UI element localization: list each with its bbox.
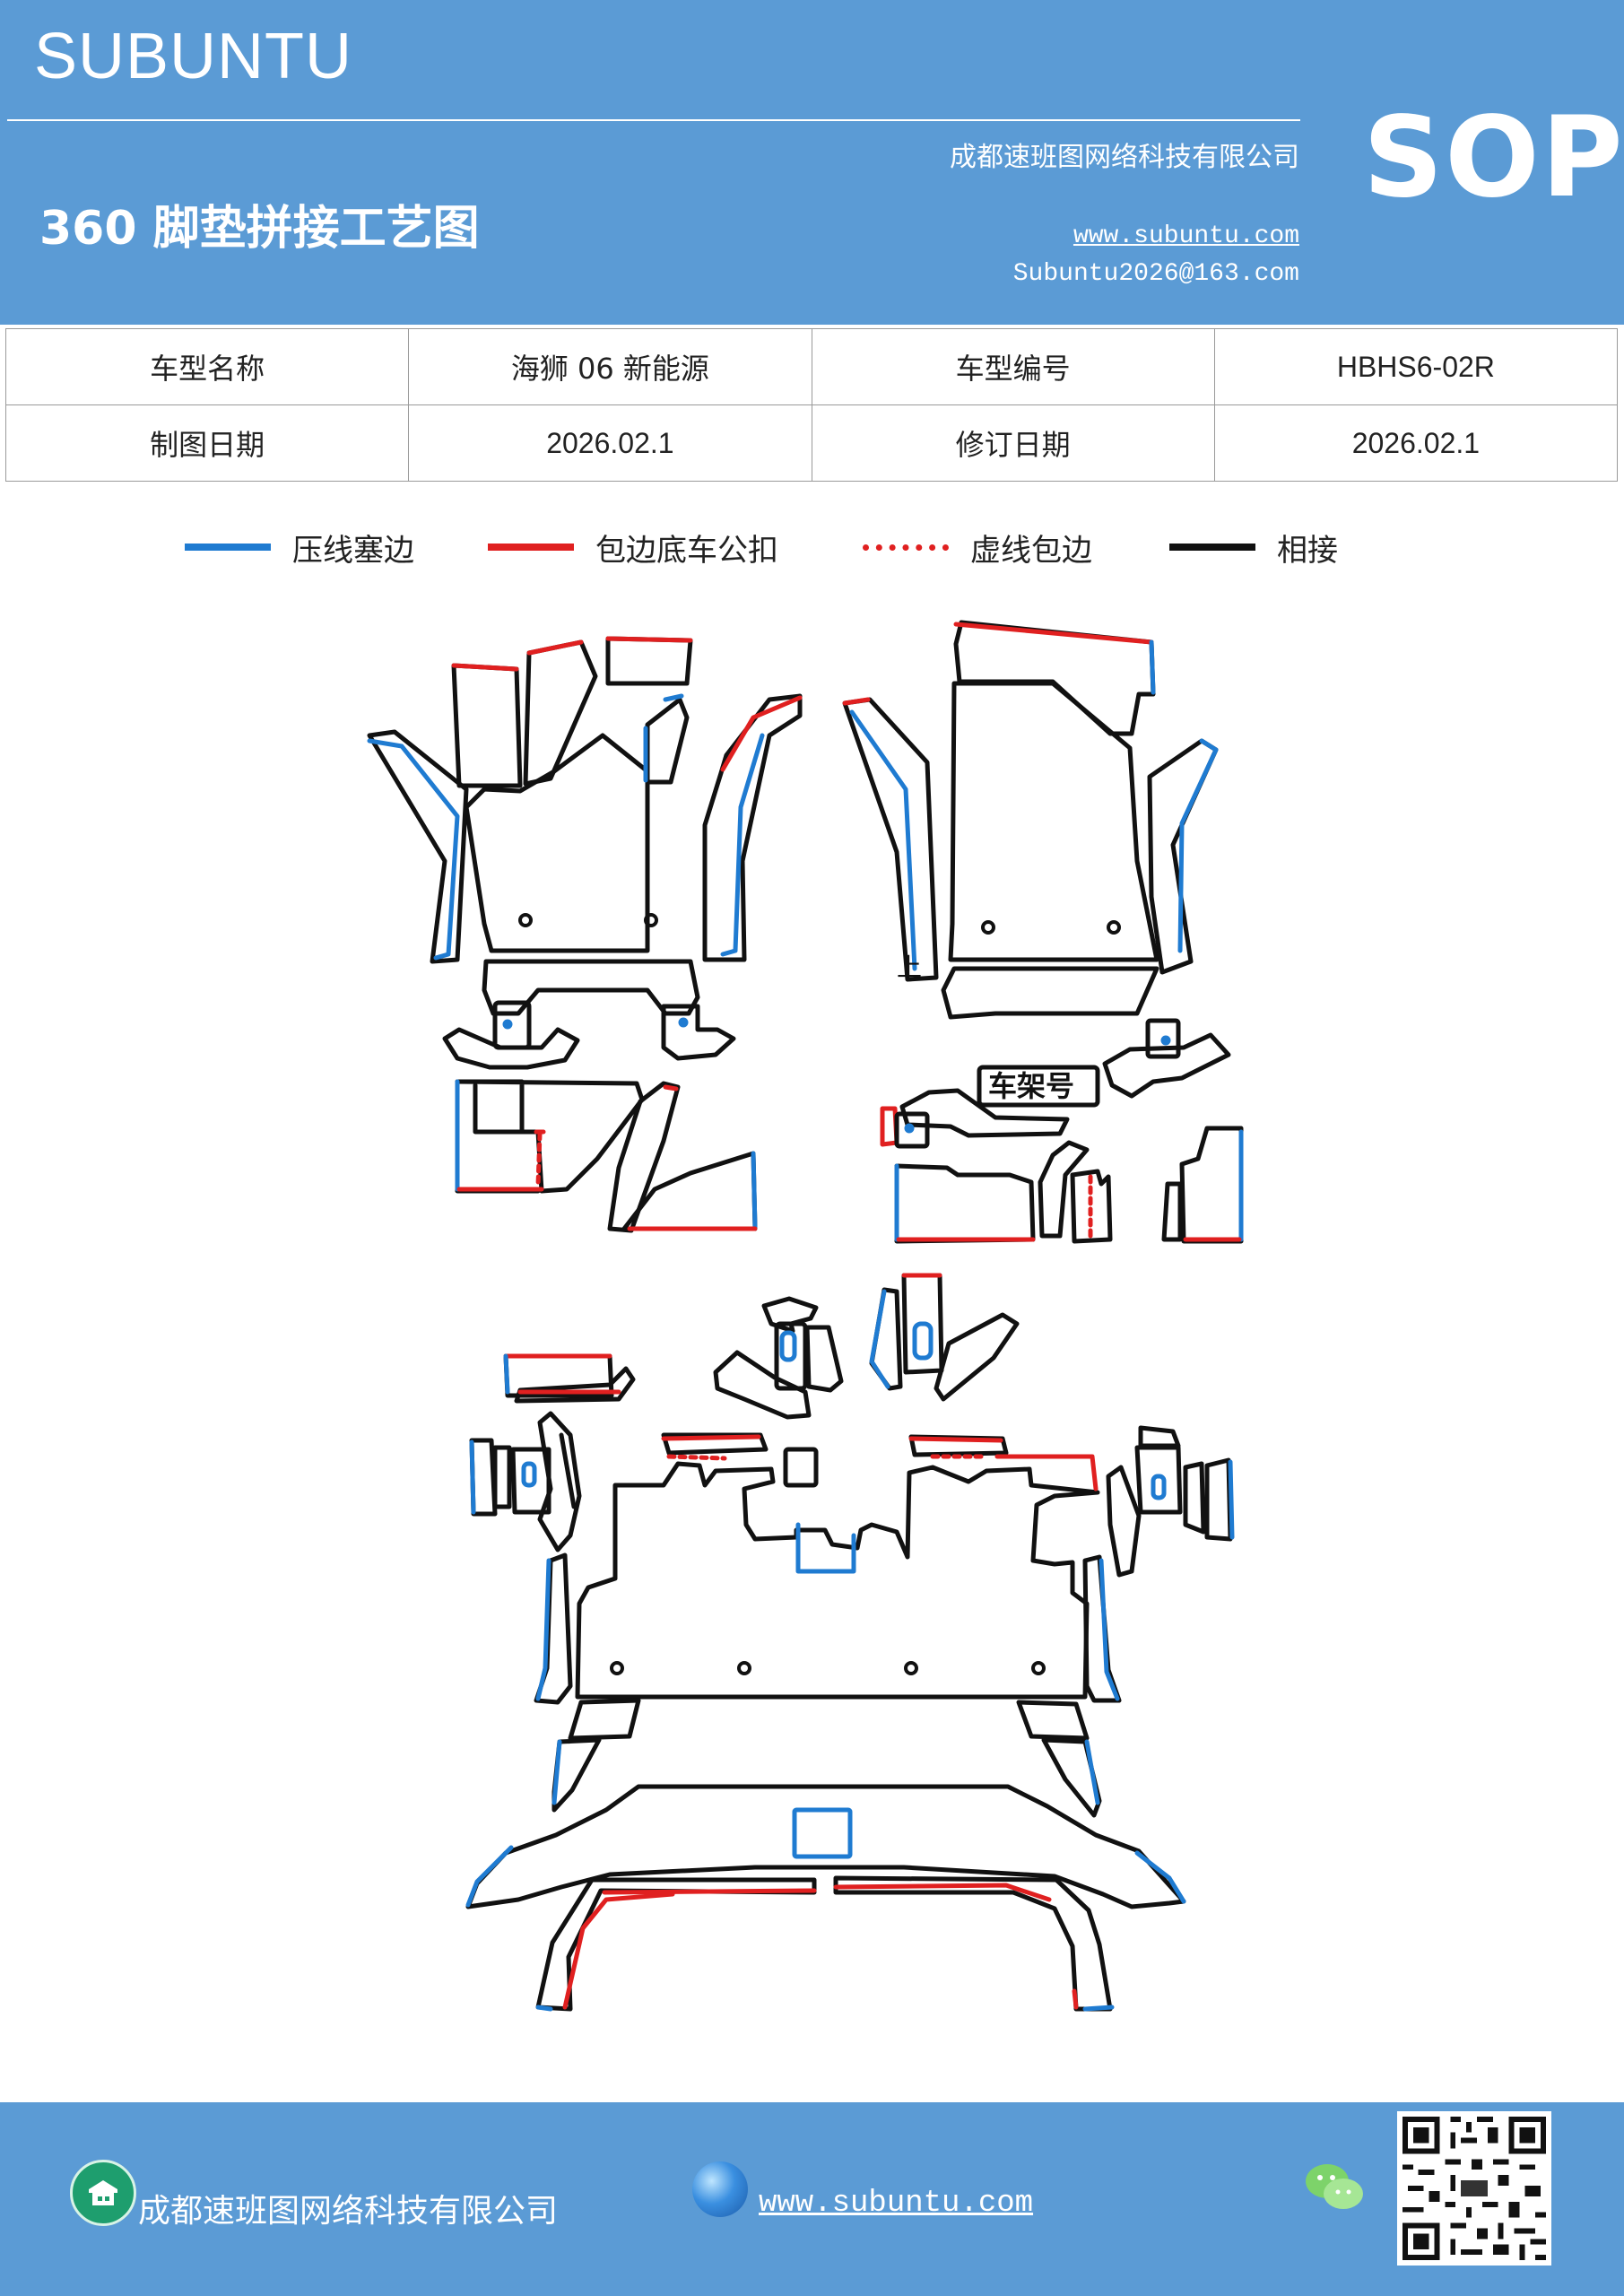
rear-left-side-pieces bbox=[469, 1411, 582, 1552]
footer-company: 成都速班图网络科技有限公司 bbox=[138, 2193, 559, 2230]
legend-swatch-red-dashed bbox=[863, 544, 949, 551]
front-right-small-pieces bbox=[880, 1018, 1244, 1244]
globe-icon bbox=[692, 2161, 748, 2217]
rear-heel-pads bbox=[551, 1698, 1102, 1818]
legend-item-edge-wrap: 包边底车公扣 bbox=[488, 520, 778, 574]
brand-logo-text: SUBUNTU bbox=[34, 21, 353, 92]
legend-label: 虚线包边 bbox=[970, 532, 1092, 569]
draw-date-label: 制图日期 bbox=[4, 404, 410, 482]
model-code-label: 车型编号 bbox=[811, 328, 1215, 405]
front-left-heel-pieces bbox=[442, 1000, 736, 1070]
building-icon bbox=[70, 2160, 136, 2226]
mat-pattern-diagram: 车架号 上 bbox=[367, 620, 1244, 2012]
sop-badge: SOP bbox=[1363, 93, 1624, 222]
revise-date-label: 修订日期 bbox=[811, 404, 1215, 482]
footer-banner: 成都速班图网络科技有限公司 www.subuntu.com bbox=[0, 2102, 1624, 2296]
footer-website-link[interactable]: www.subuntu.com bbox=[759, 2187, 1034, 2221]
legend-swatch-black bbox=[1169, 544, 1255, 551]
model-name-value: 海狮 06 新能源 bbox=[408, 328, 812, 405]
rear-right-side-pieces bbox=[1106, 1425, 1235, 1578]
legend: 压线塞边 包边底车公扣 虚线包边 相接 bbox=[0, 520, 1624, 574]
wechat-icon[interactable] bbox=[1302, 2160, 1367, 2213]
model-name-label: 车型名称 bbox=[4, 328, 410, 405]
header-divider bbox=[7, 119, 1300, 121]
front-right-mat bbox=[842, 620, 1219, 1020]
header-website-link[interactable]: www.subuntu.com bbox=[1073, 222, 1299, 250]
page-title: 360 脚垫拼接工艺图 bbox=[39, 202, 480, 256]
front-left-mat bbox=[367, 636, 803, 1016]
table-row: 车型名称 海狮 06 新能源 车型编号 HBHS6-02R bbox=[4, 328, 1619, 405]
rear-bench-mat bbox=[534, 1432, 1122, 1705]
third-row-mat bbox=[465, 1784, 1186, 2012]
legend-label: 压线塞边 bbox=[292, 532, 414, 569]
header-email[interactable]: Subuntu2026@163.com bbox=[1012, 260, 1299, 288]
table-row: 制图日期 2026.02.1 修订日期 2026.02.1 bbox=[4, 404, 1619, 482]
vin-label: 车架号 bbox=[988, 1069, 1074, 1103]
header-company: 成都速班图网络科技有限公司 bbox=[950, 142, 1299, 173]
legend-item-dashed-wrap: 虚线包边 bbox=[863, 520, 1092, 574]
vehicle-info-table: 车型名称 海狮 06 新能源 车型编号 HBHS6-02R 制图日期 2026.… bbox=[4, 328, 1619, 482]
legend-label: 包边底车公扣 bbox=[595, 532, 778, 569]
qr-code[interactable] bbox=[1397, 2111, 1551, 2266]
legend-item-press-line: 压线塞边 bbox=[185, 520, 414, 574]
draw-date-value: 2026.02.1 bbox=[408, 404, 812, 482]
legend-swatch-blue bbox=[185, 544, 271, 551]
legend-label: 相接 bbox=[1277, 532, 1338, 569]
model-code-value: HBHS6-02R bbox=[1213, 328, 1619, 405]
header-banner: SUBUNTU 成都速班图网络科技有限公司 360 脚垫拼接工艺图 www.su… bbox=[0, 0, 1624, 325]
legend-swatch-red bbox=[488, 544, 574, 551]
legend-item-joined: 相接 bbox=[1169, 520, 1338, 574]
revise-date-value: 2026.02.1 bbox=[1213, 404, 1619, 482]
front-left-sill-pieces bbox=[455, 1079, 758, 1233]
second-row-top-pieces bbox=[503, 1273, 1020, 1420]
up-marker: 上 bbox=[897, 952, 922, 982]
